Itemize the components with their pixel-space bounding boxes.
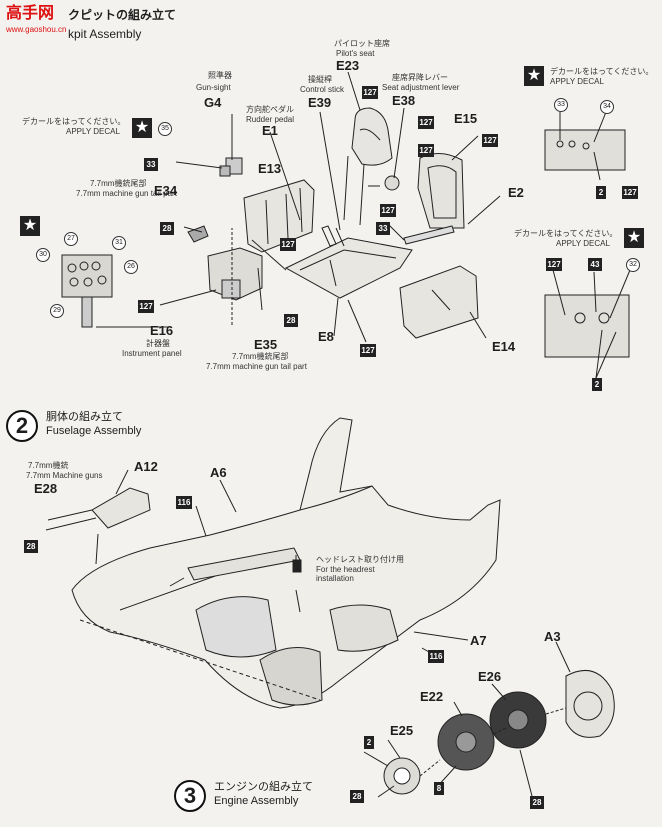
gunsight-label-jp: 照準器 [208,71,232,80]
part-e34: E34 [154,183,178,198]
part-e22: E22 [420,689,444,704]
decal-27: 27 [64,232,78,246]
paint-code: 127 [380,204,396,217]
decal-note-left-en: APPLY DECAL [66,127,120,136]
part-e13: E13 [258,161,282,176]
part-e1: E1 [262,123,278,138]
part-e26: E26 [478,669,502,684]
part-e2: E2 [508,185,524,200]
part-e35: E35 [254,337,278,352]
part-a7: A7 [470,633,487,648]
step-number-icon: 3 [174,780,206,812]
step2-title-en: Fuselage Assembly [46,425,142,437]
paint-code: 127 [418,144,434,157]
gun-tail2-label-jp: 7.7mm機銃尾部 [232,352,289,361]
pilot-seat-label-jp: パイロット座席 [334,39,390,48]
paint-code: 127 [482,134,498,147]
part-a6: A6 [210,465,227,480]
part-e28: E28 [34,481,58,496]
decal-note-left-jp: デカールをはってください。 [22,117,126,126]
star-icon: ★ [624,228,644,248]
paint-code: 28 [160,222,174,235]
part-e39: E39 [308,95,332,110]
paint-code: 2 [596,186,606,199]
paint-code: 28 [530,796,544,809]
part-g4: G4 [204,95,222,110]
decal-26: 26 [124,260,138,274]
paint-code: 127 [360,344,376,357]
guns-label-jp: 7.7mm機銃 [28,461,69,470]
paint-code: 2 [592,378,602,391]
part-e8: E8 [318,329,334,344]
part-e23: E23 [336,58,360,73]
stick-label-en: Control stick [300,85,345,94]
headrest-label-en2: installation [316,574,354,583]
part-e14: E14 [492,339,516,354]
paint-code: 127 [362,86,378,99]
paint-code: 43 [588,258,602,271]
decal-33: 33 [554,98,568,112]
paint-code: 33 [376,222,390,235]
part-a3: A3 [544,629,561,644]
decal-29: 29 [50,304,64,318]
decal-note-right2-en: APPLY DECAL [556,239,610,248]
gunsight-label-en: Gun-sight [196,83,231,92]
decal-31: 31 [112,236,126,250]
part-e16: E16 [150,323,174,338]
paint-code: 8 [434,782,444,795]
part-e15: E15 [454,111,478,126]
paint-code: 28 [24,540,38,553]
seat-lever-label-en: Seat adjustment lever [382,83,460,92]
instrument-label-en: Instrument panel [122,349,182,358]
paint-code: 127 [546,258,562,271]
gun-tail2-label-en: 7.7mm machine gun tail part [206,362,307,371]
stick-label-jp: 操縦桿 [308,75,332,84]
guns-label-en: 7.7mm Machine guns [26,471,103,480]
part-a12: A12 [134,459,158,474]
star-icon: ★ [132,118,152,138]
paint-code: 116 [428,650,444,663]
paint-code: 28 [350,790,364,803]
pilot-seat-label-en: Pilot's seat [336,49,375,58]
part-e25: E25 [390,723,414,738]
paint-code: 28 [284,314,298,327]
decal-note-right2-jp: デカールをはってください。 [514,229,618,238]
star-icon: ★ [20,216,40,236]
paint-code: 2 [364,736,374,749]
step3-title-jp: エンジンの組み立て [214,781,313,793]
paint-code: 116 [176,496,192,509]
decal-34: 34 [600,100,614,114]
star-icon: ★ [524,66,544,86]
paint-code: 127 [280,238,296,251]
decal-32: 32 [626,258,640,272]
pedal-label-jp: 方向舵ペダル [246,105,294,114]
watermark-logo: 高手网 [6,5,55,22]
paint-code: 127 [138,300,154,313]
paint-code: 127 [622,186,638,199]
step2-title-jp: 胴体の組み立て [46,411,123,423]
instrument-label-jp: 計器盤 [146,339,170,348]
seat-lever-label-jp: 座席昇降レバー [392,73,448,82]
decal-note-right-en: APPLY DECAL [550,77,604,86]
step-number-icon: 2 [6,410,38,442]
pedal-label-en: Rudder pedal [246,115,295,124]
watermark-url: www.gaoshou.cn [6,25,67,34]
headrest-label-en1: For the headrest [316,565,375,574]
step3-title-en: Engine Assembly [214,795,299,807]
paint-code: 33 [144,158,158,171]
decal-30: 30 [36,248,50,262]
gun-tail-label-en: 7.7mm machine gun tail part [76,189,177,198]
paint-code: 127 [418,116,434,129]
decal-35: 35 [158,122,172,136]
headrest-label-jp: ヘッドレスト取り付け用 [316,555,404,564]
part-e38: E38 [392,93,416,108]
step1-title-en: kpit Assembly [68,27,142,41]
step1-title-jp: クピットの組み立て [68,8,177,22]
decal-note-right-jp: デカールをはってください。 [550,67,654,76]
gun-tail-label-jp: 7.7mm機銃尾部 [90,179,147,188]
